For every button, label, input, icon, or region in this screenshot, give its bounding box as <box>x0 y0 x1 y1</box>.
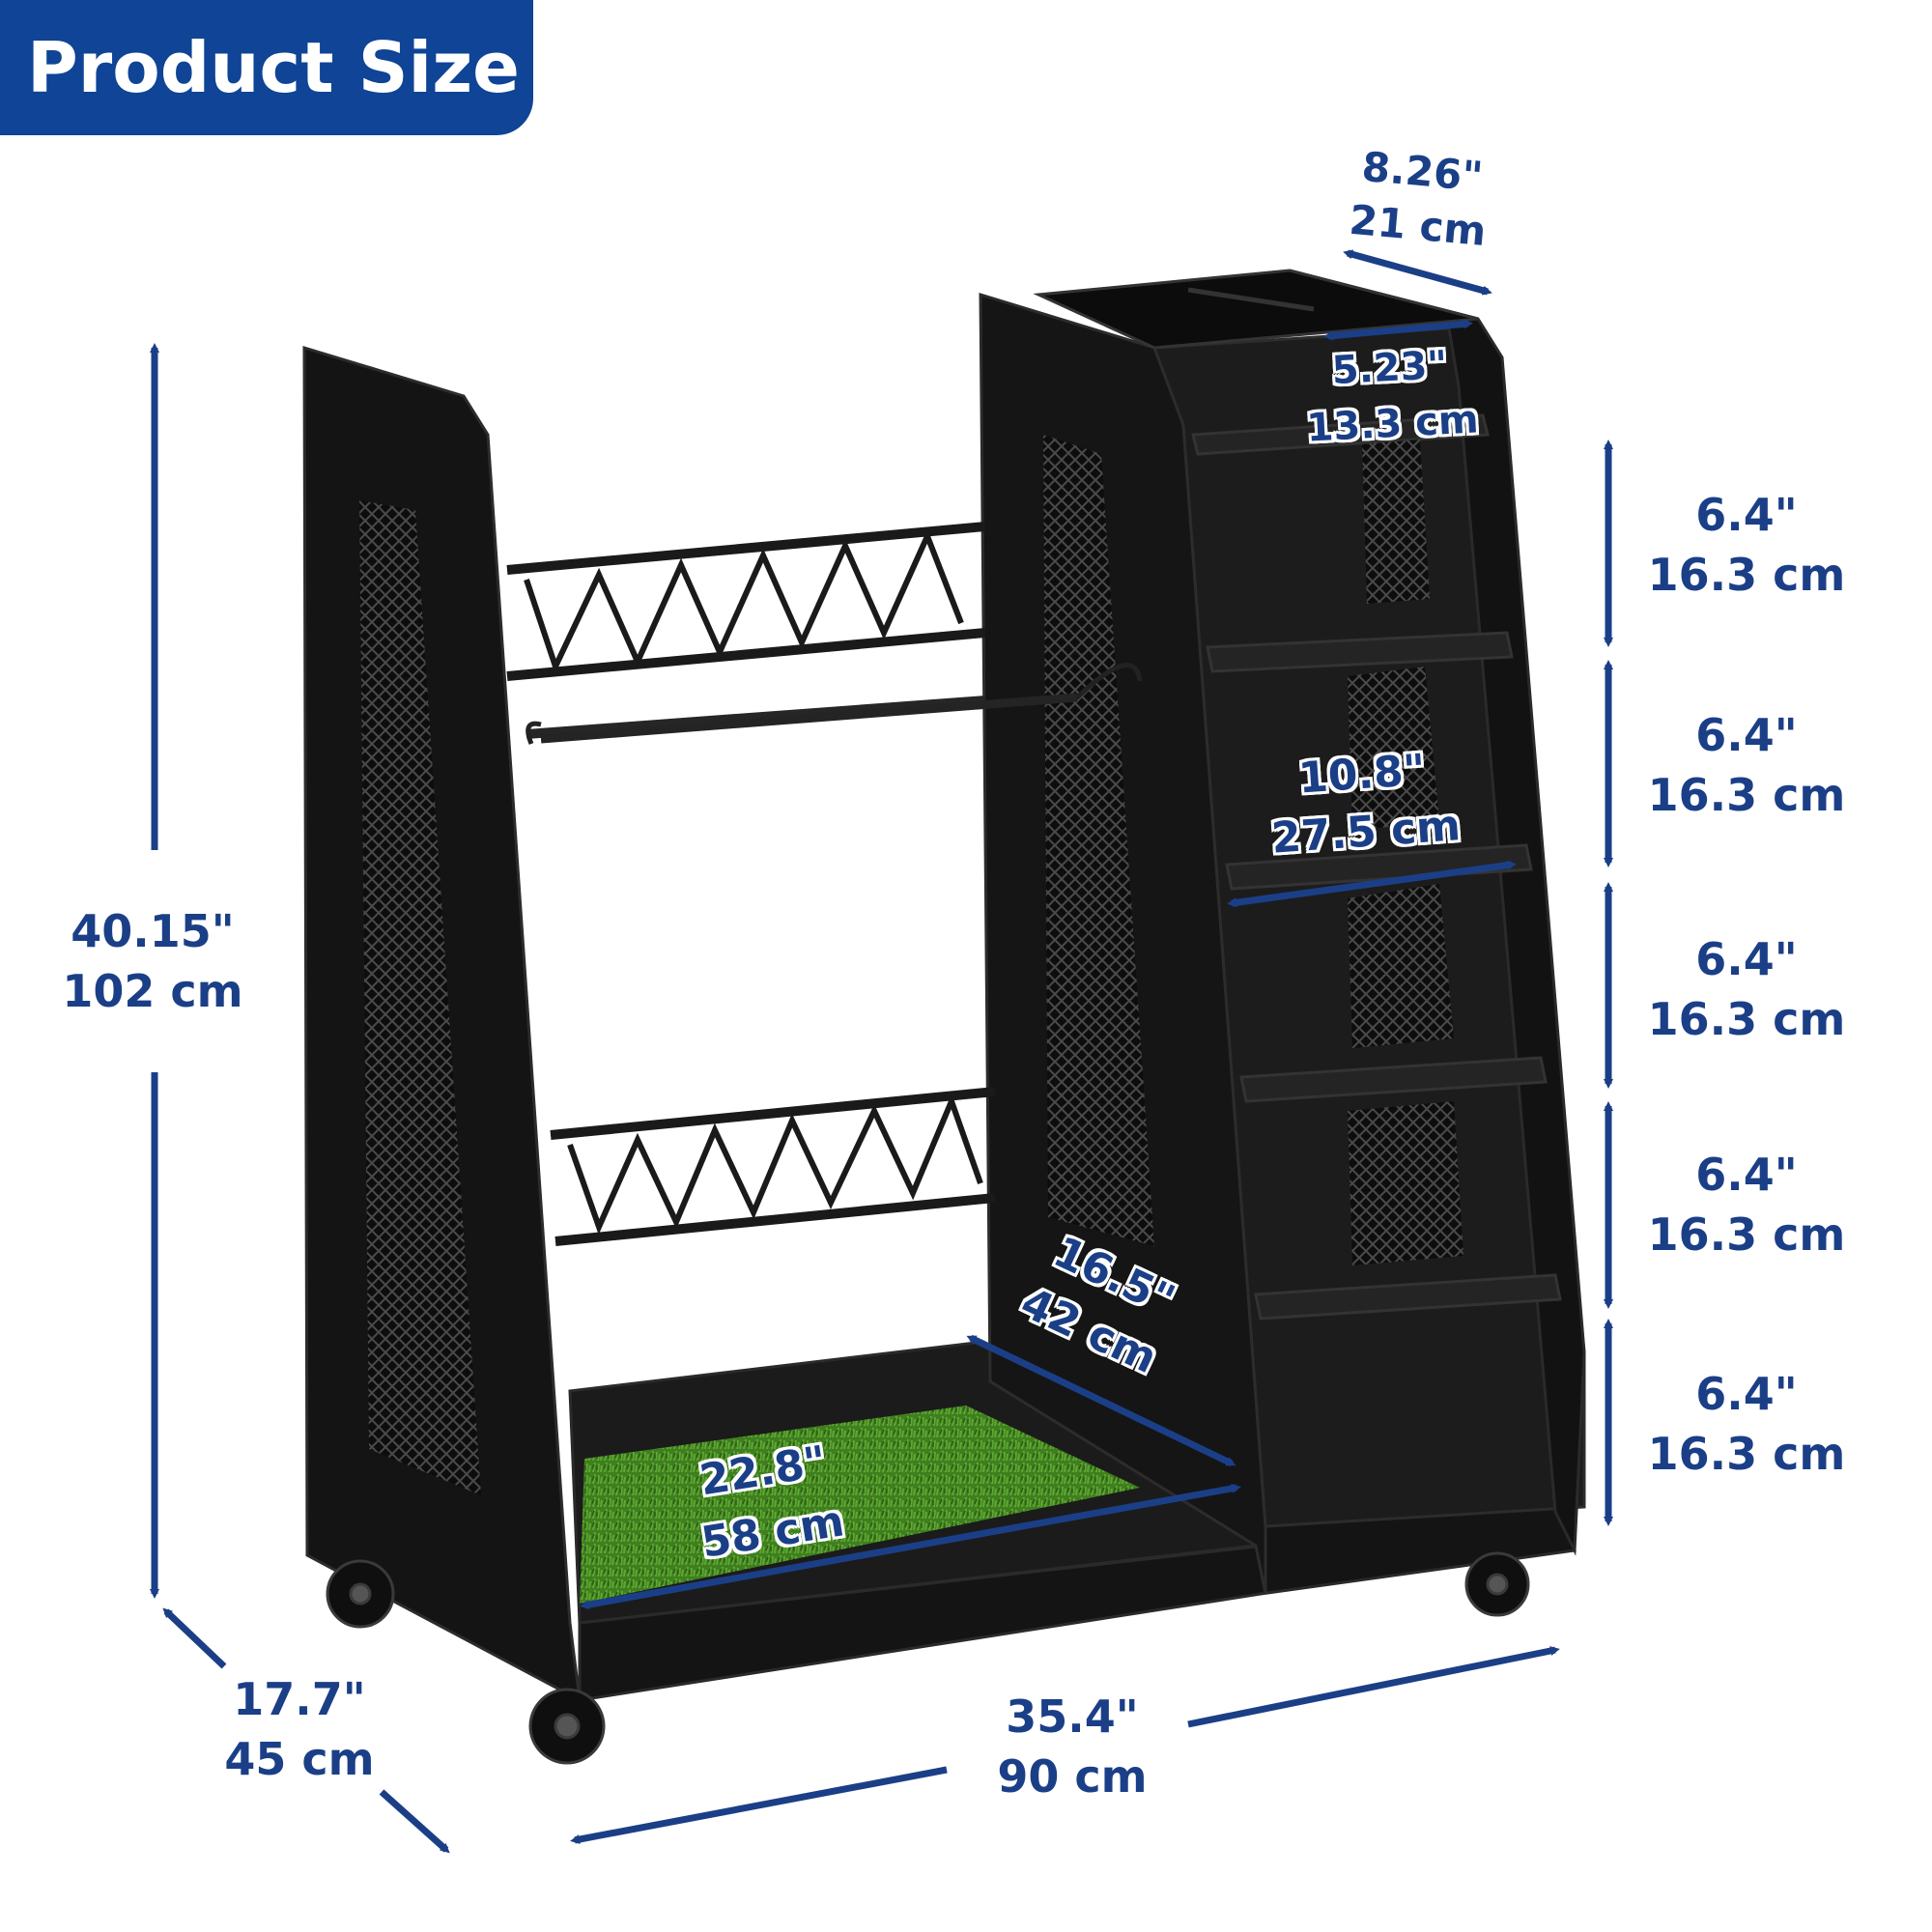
shelf-2 <box>1206 631 1514 673</box>
tower-mesh-4 <box>1348 1101 1463 1265</box>
width-arrow-left <box>570 1766 948 1844</box>
shelf-height-2-cm: 16.3 cm <box>1647 769 1846 821</box>
shelf-height-5-inches: 6.4" <box>1695 1368 1798 1420</box>
middle-mesh-panel <box>1043 435 1154 1246</box>
shelf-height-3-inches: 6.4" <box>1695 933 1798 985</box>
tower-mesh-3 <box>1348 884 1454 1048</box>
badge-title: Product Size <box>27 27 520 108</box>
height-cm: 102 cm <box>62 965 243 1017</box>
shelf-height-label-2: 6.4" 16.3 cm <box>1648 705 1846 825</box>
shelf-height-3-cm: 16.3 cm <box>1647 993 1846 1045</box>
tower-mesh-2 <box>1348 667 1439 831</box>
shelf-4 <box>1239 1056 1548 1103</box>
width-arrow-right <box>1187 1646 1560 1728</box>
top-depth-label: 8.26" 21 cm <box>1348 139 1493 259</box>
base-width-arrow <box>580 1483 1241 1610</box>
base-width-label: 22.8" 58 cm <box>688 1430 849 1575</box>
base-depth-arrow <box>966 1334 1236 1467</box>
shelf-height-label-4: 6.4" 16.3 cm <box>1648 1145 1846 1264</box>
product-size-badge: Product Size <box>0 0 533 135</box>
shelf-1 <box>1191 413 1490 456</box>
height-label: 40.15" 102 cm <box>62 901 242 1021</box>
shelf-height-2-inches: 6.4" <box>1695 709 1798 761</box>
depth-inches: 17.7" <box>233 1673 366 1725</box>
width-label: 35.4" 90 cm <box>997 1687 1147 1806</box>
shelf-height-1-inches: 6.4" <box>1695 489 1798 541</box>
lower-club-rack <box>550 1087 996 1246</box>
shelf-height-4-cm: 16.3 cm <box>1647 1208 1846 1261</box>
upper-club-rack <box>506 522 986 739</box>
top-depth-arrow <box>1343 249 1492 296</box>
shelf-height-5-cm: 16.3 cm <box>1647 1428 1846 1480</box>
width-inches: 35.4" <box>1006 1690 1139 1743</box>
bungee-strap <box>526 663 1143 745</box>
shelf-height-label-3: 6.4" 16.3 cm <box>1648 929 1846 1049</box>
top-compartment-label: 5.23" 13.3 cm <box>1302 335 1480 456</box>
dimension-arrows <box>150 249 1613 1854</box>
depth-label: 17.7" 45 cm <box>224 1669 374 1789</box>
tower-mesh-1 <box>1362 440 1430 604</box>
casters <box>326 1551 1530 1765</box>
shelf-height-label-1: 6.4" 16.3 cm <box>1648 485 1846 605</box>
shelf-width-arrow <box>1227 860 1517 908</box>
width-cm: 90 cm <box>997 1750 1148 1803</box>
depth-arrow-bottom <box>379 1789 450 1854</box>
shelf-height-4-inches: 6.4" <box>1695 1149 1798 1201</box>
top-compartment-arrow <box>1323 319 1473 341</box>
top-compartment-cm: 13.3 cm <box>1305 397 1480 451</box>
shelf-height-1-cm: 16.3 cm <box>1647 549 1846 601</box>
top-divider <box>1187 287 1315 312</box>
top-compartment-inches: 5.23" <box>1330 342 1449 394</box>
organizer-body <box>302 269 1586 1765</box>
shelf-tower-side <box>1289 269 1586 1556</box>
left-mesh-panel <box>359 500 481 1495</box>
depth-arrow-top <box>162 1607 227 1669</box>
shelf-height-label-5: 6.4" 16.3 cm <box>1648 1364 1846 1484</box>
depth-cm: 45 cm <box>224 1733 375 1785</box>
shelf-width-label: 10.8" 27.5 cm <box>1265 739 1463 867</box>
shelf-5 <box>1254 1273 1562 1321</box>
height-inches: 40.15" <box>71 905 235 957</box>
